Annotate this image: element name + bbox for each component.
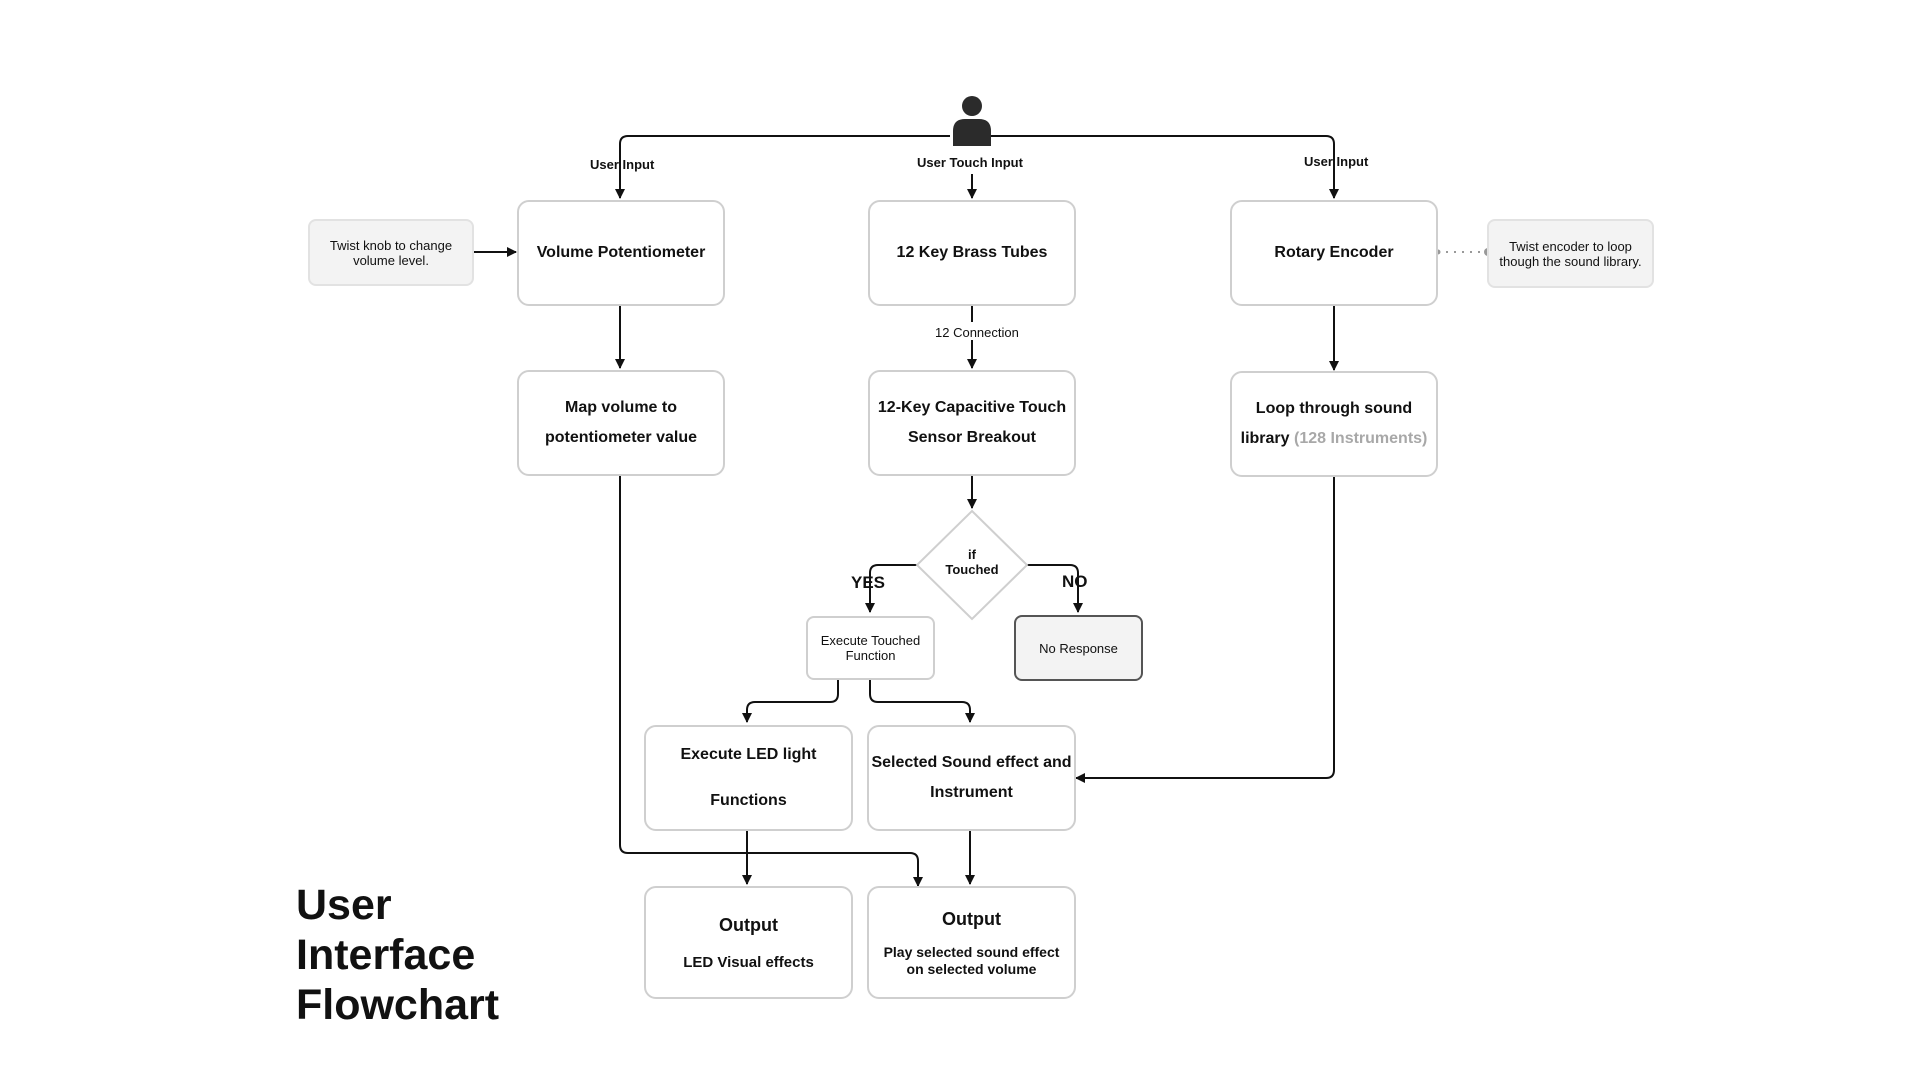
label-user-input-left: User Input [590, 157, 655, 172]
node-selected-sound: Selected Sound effect and Instrument [867, 725, 1076, 831]
connector-user-left [615, 135, 950, 199]
node-map-volume-line1: Map volume to [564, 399, 677, 416]
page-title-line2: Interface [296, 931, 476, 979]
node-brass-tubes-label: 12 Key Brass Tubes [896, 244, 1048, 261]
node-capacitive-touch-line1: 12-Key Capacitive Touch [877, 399, 1067, 416]
label-user-input-right: User Input [1304, 154, 1369, 169]
decision-text-line1: if [968, 547, 976, 562]
connector-exec-sound [869, 678, 975, 723]
connector-decision-no [1026, 564, 1083, 613]
page-title-line3: Flowchart [296, 981, 500, 1029]
node-led-functions-line1: Execute LED light [680, 746, 817, 763]
node-map-volume: Map volume to potentiometer value [517, 370, 725, 476]
node-output-sound: Output Play selected sound effect on sel… [867, 886, 1076, 999]
connector-loop-sound [1075, 476, 1335, 783]
node-output-led-desc: LED Visual effects [683, 953, 814, 971]
node-led-functions: Execute LED light Functions [644, 725, 853, 831]
node-loop-library-line1: Loop through sound [1255, 400, 1413, 417]
node-loop-library-word: library [1240, 430, 1290, 447]
node-output-led-title: Output [719, 914, 778, 935]
decision-text: if Touched [932, 547, 1012, 577]
connector-exec-led [742, 678, 839, 723]
page-title: User Interface Flowchart [296, 880, 499, 1030]
node-output-led: Output LED Visual effects [644, 886, 853, 999]
node-loop-library-line2: library (128 Instruments) [1241, 424, 1428, 454]
node-output-sound-title: Output [942, 908, 1001, 929]
node-execute-touched: Execute Touched Function [806, 616, 935, 680]
node-brass-tubes: 12 Key Brass Tubes [868, 200, 1076, 306]
node-volume-potentiometer-label: Volume Potentiometer [536, 244, 706, 261]
node-rotary-encoder-label: Rotary Encoder [1274, 244, 1394, 261]
node-loop-library: Loop through sound library (128 Instrume… [1230, 371, 1438, 477]
connector-decision-yes [865, 564, 918, 613]
node-loop-library-count: (128 Instruments) [1294, 430, 1428, 447]
node-capacitive-touch-line2: Sensor Breakout [907, 429, 1037, 446]
node-volume-potentiometer: Volume Potentiometer [517, 200, 725, 306]
node-selected-sound-line1: Selected Sound effect and [871, 754, 1072, 771]
connector-map-output [619, 474, 923, 887]
node-led-functions-line2: Functions [710, 792, 787, 809]
node-selected-sound-line2: Instrument [930, 784, 1013, 801]
connector-user-right [990, 135, 1339, 199]
user-icon [953, 96, 991, 146]
decision-text-line2: Touched [945, 562, 999, 577]
node-no-response-label: No Response [1039, 640, 1118, 656]
label-yes: YES [851, 573, 886, 592]
node-rotary-encoder: Rotary Encoder [1230, 200, 1438, 306]
node-capacitive-touch: 12-Key Capacitive Touch Sensor Breakout [868, 370, 1076, 476]
label-12-connection: 12 Connection [933, 325, 1021, 340]
decision-diamond [915, 509, 1029, 621]
node-execute-touched-label: Execute Touched Function [820, 633, 921, 663]
note-volume: Twist knob to change volume level. [308, 219, 474, 286]
label-user-touch-input: User Touch Input [917, 155, 1023, 170]
page-title-line1: User [296, 881, 392, 929]
node-no-response: No Response [1014, 615, 1143, 681]
connector-encoder-note [1435, 248, 1492, 256]
node-map-volume-line2: potentiometer value [544, 429, 698, 446]
label-no: NO [1062, 572, 1088, 591]
note-encoder: Twist encoder to loop though the sound l… [1487, 219, 1654, 288]
node-output-sound-desc: Play selected sound effect on selected v… [883, 943, 1060, 977]
